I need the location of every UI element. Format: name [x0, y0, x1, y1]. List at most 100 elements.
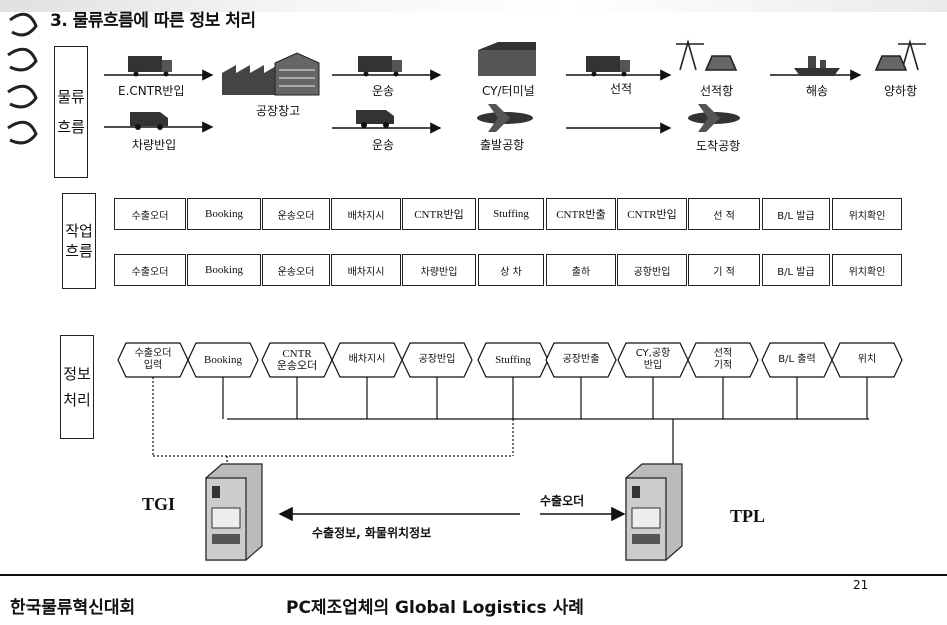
work-step-box: 배차지시 — [331, 254, 401, 286]
label-transport-top: 운송 — [372, 84, 395, 98]
work-step-box: 수출오더 — [114, 254, 186, 286]
info-step-text: 기적 — [713, 360, 733, 371]
airplane-icon — [477, 104, 533, 132]
label-vehicle-in: 차량반입 — [132, 138, 177, 152]
info-step-chevron — [545, 342, 617, 378]
logistics-label-line1: 물류 — [57, 88, 85, 106]
info-step-text: B/L 출력 — [778, 354, 816, 365]
label-sea-transport: 해송 — [806, 84, 829, 98]
system-tpl-label: TPL — [730, 506, 766, 526]
info-step-chevron — [331, 342, 403, 378]
info-step-text: 배차지시 — [348, 354, 386, 365]
work-step-box: CNTR반출 — [546, 198, 616, 230]
info-step-chevron — [401, 342, 473, 378]
info-step-chevron — [477, 342, 549, 378]
footer-organization: 한국물류혁신대회 — [10, 598, 136, 618]
footer-subtitle: PC제조업체의 Global Logistics 사례 — [286, 598, 584, 618]
label-unloading-port: 양하항 — [884, 84, 918, 98]
work-step-box: 위치확인 — [832, 254, 902, 286]
info-step-chevron — [117, 342, 189, 378]
label-loading-port: 선적항 — [700, 84, 734, 98]
page-number: 21 — [853, 578, 869, 592]
work-step-box: 차량반입 — [402, 254, 476, 286]
info-step-chevron — [617, 342, 689, 378]
info-step-text: 운송오더 — [276, 360, 318, 372]
work-step-box: 배차지시 — [331, 198, 401, 230]
info-step-text: 선적 — [713, 348, 733, 359]
info-step-chevron — [761, 342, 833, 378]
server-tgi-icon — [205, 463, 263, 561]
truck-icon — [128, 56, 172, 77]
footer-divider — [0, 574, 947, 576]
work-flow-label: 작업 흐름 — [62, 193, 96, 289]
work-step-box: Booking — [187, 198, 261, 230]
work-step-box: 공항반입 — [617, 254, 687, 286]
info-step: 공장반출 — [546, 343, 616, 377]
info-step-text: Stuffing — [495, 354, 531, 366]
logistics-label-line2: 흐름 — [57, 118, 85, 136]
factory-warehouse-icon — [222, 52, 320, 96]
van-icon — [356, 110, 394, 128]
label-departure-airport: 출발공항 — [480, 138, 525, 152]
info-step-text: 수출오더 — [134, 348, 172, 359]
loading-port-icon — [676, 39, 738, 71]
work-step-box: 기 적 — [688, 254, 760, 286]
page-title: 3. 물류흐름에 따른 정보 처리 — [50, 11, 256, 31]
truck-icon — [586, 56, 630, 77]
info-step: Stuffing — [478, 343, 548, 377]
work-step-box: 선 적 — [688, 198, 760, 230]
work-step-box: 출하 — [546, 254, 616, 286]
work-step-box: 수출오더 — [114, 198, 186, 230]
cy-terminal-icon — [478, 42, 536, 76]
info-step-text: CNTR — [282, 348, 312, 360]
system-tgi-label: TGI — [142, 494, 176, 514]
info-step: 배차지시 — [332, 343, 402, 377]
work-step-box: CNTR반입 — [402, 198, 476, 230]
work-step-box: B/L 발급 — [762, 254, 830, 286]
work-step-box: Booking — [187, 254, 261, 286]
van-icon — [130, 112, 168, 130]
label-ecntr-in: E.CNTR반입 — [118, 84, 185, 98]
info-step-text: 위치 — [857, 354, 877, 365]
label-factory-warehouse: 공장창고 — [256, 104, 301, 118]
work-step-box: 운송오더 — [262, 254, 330, 286]
ship-icon — [794, 56, 840, 76]
work-step-box: CNTR반입 — [617, 198, 687, 230]
info-step-text: 공장반입 — [418, 354, 456, 365]
info-step: 위치 — [832, 343, 902, 377]
unloading-port-icon — [874, 39, 926, 71]
info-processing-label: 정보 처리 — [60, 335, 94, 439]
label-arrival-airport: 도착공항 — [696, 139, 741, 153]
info-step: B/L 출력 — [762, 343, 832, 377]
label-cy-terminal: CY/터미널 — [482, 84, 535, 98]
header-background — [0, 0, 947, 12]
label-transport-bottom: 운송 — [372, 138, 395, 152]
work-label-line2: 흐름 — [65, 242, 93, 260]
info-step-chevron — [261, 342, 333, 378]
info-step-chevron — [831, 342, 903, 378]
work-label-line1: 작업 — [65, 222, 93, 240]
spiral-binding-decoration — [7, 12, 38, 145]
truck-icon — [358, 56, 402, 77]
info-label-line1: 정보 — [63, 365, 91, 383]
info-step-text: CY,공항 — [635, 348, 671, 359]
airplane-icon — [688, 104, 740, 132]
info-step-text: Booking — [204, 354, 242, 366]
info-step: Booking — [188, 343, 258, 377]
info-step-text: 입력 — [143, 360, 163, 371]
exchange-flow-label: 수출정보, 화물위치정보 — [312, 526, 432, 540]
order-flow-label: 수출오더 — [540, 494, 585, 508]
info-step-text: 반입 — [643, 360, 663, 371]
info-step-chevron — [687, 342, 759, 378]
work-step-box: B/L 발급 — [762, 198, 830, 230]
info-step-text: 공장반출 — [562, 354, 600, 365]
label-loading: 선적 — [610, 82, 633, 96]
logistics-flow-label: 물류 흐름 — [54, 46, 88, 178]
info-label-line2: 처리 — [63, 391, 91, 409]
work-step-box: 위치확인 — [832, 198, 902, 230]
